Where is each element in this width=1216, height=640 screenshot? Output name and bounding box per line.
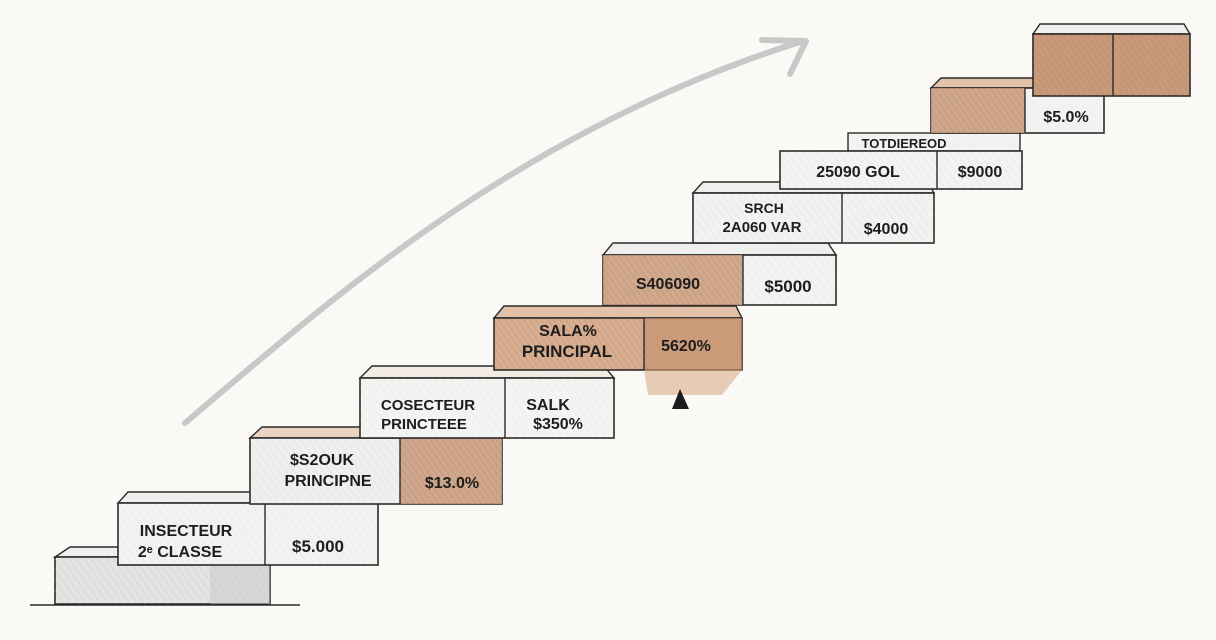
step-4-title-line-2: PRINCIPAL <box>522 342 612 361</box>
step-3-value-line-2: $350% <box>533 416 583 433</box>
step-9-top <box>1031 23 1192 35</box>
step-3-title-line-1: COSECTEUR <box>381 397 475 414</box>
growth-arrow <box>182 37 809 426</box>
step-7: TOTDIEREOD 25090 GOL $9000 <box>779 132 1023 190</box>
step-3-value-line-1: SALK <box>526 397 570 414</box>
step-2-value: $13.0% <box>425 475 479 492</box>
step-5: S406090 $5000 <box>601 242 838 306</box>
step-4-top <box>492 305 744 319</box>
step-2-title-line-1: $S2OUK <box>290 452 354 469</box>
step-8-value: $5.0% <box>1043 109 1088 126</box>
step-1-value: $5.000 <box>292 537 344 556</box>
step-8: $5.0% <box>929 77 1106 134</box>
step-5-value: $5000 <box>764 277 811 296</box>
growth-arrow-head <box>759 37 809 77</box>
step-1-title-line-1: INSECTEUR <box>140 523 233 540</box>
marker-triangle-icon <box>672 389 689 409</box>
step-1-title-line-2: 2ᵉ CLASSE <box>138 544 223 561</box>
step-7-top-label: TOTDIEREOD <box>862 136 947 151</box>
step-2-title-line-2: PRINCIPNE <box>284 473 371 490</box>
step-9 <box>1031 23 1192 97</box>
step-4-value: 5620% <box>661 338 711 355</box>
step-4-shadow <box>644 370 742 395</box>
step-4-title-line-1: SALA% <box>539 323 597 340</box>
step-6-title-line-2: 2A060 VAR <box>723 219 802 236</box>
step-7-value: $9000 <box>958 164 1003 181</box>
step-5-top <box>601 242 838 256</box>
step-4: SALA% PRINCIPAL 5620% <box>492 305 744 409</box>
growth-arrow-shaft <box>182 39 803 426</box>
step-5-title: S406090 <box>636 276 700 293</box>
step-7-title: 25090 GOL <box>816 164 900 181</box>
step-2: $S2OUK PRINCIPNE $13.0% <box>248 426 504 505</box>
step-6-value: $4000 <box>864 221 909 238</box>
step-3-title-line-2: PRINCTEEE <box>381 416 467 433</box>
step-3: COSECTEUR PRINCTEEE SALK $350% <box>358 365 616 439</box>
step-6-title-line-1: SRCH <box>744 200 784 216</box>
step-6: SRCH 2A060 VAR $4000 <box>691 181 936 244</box>
